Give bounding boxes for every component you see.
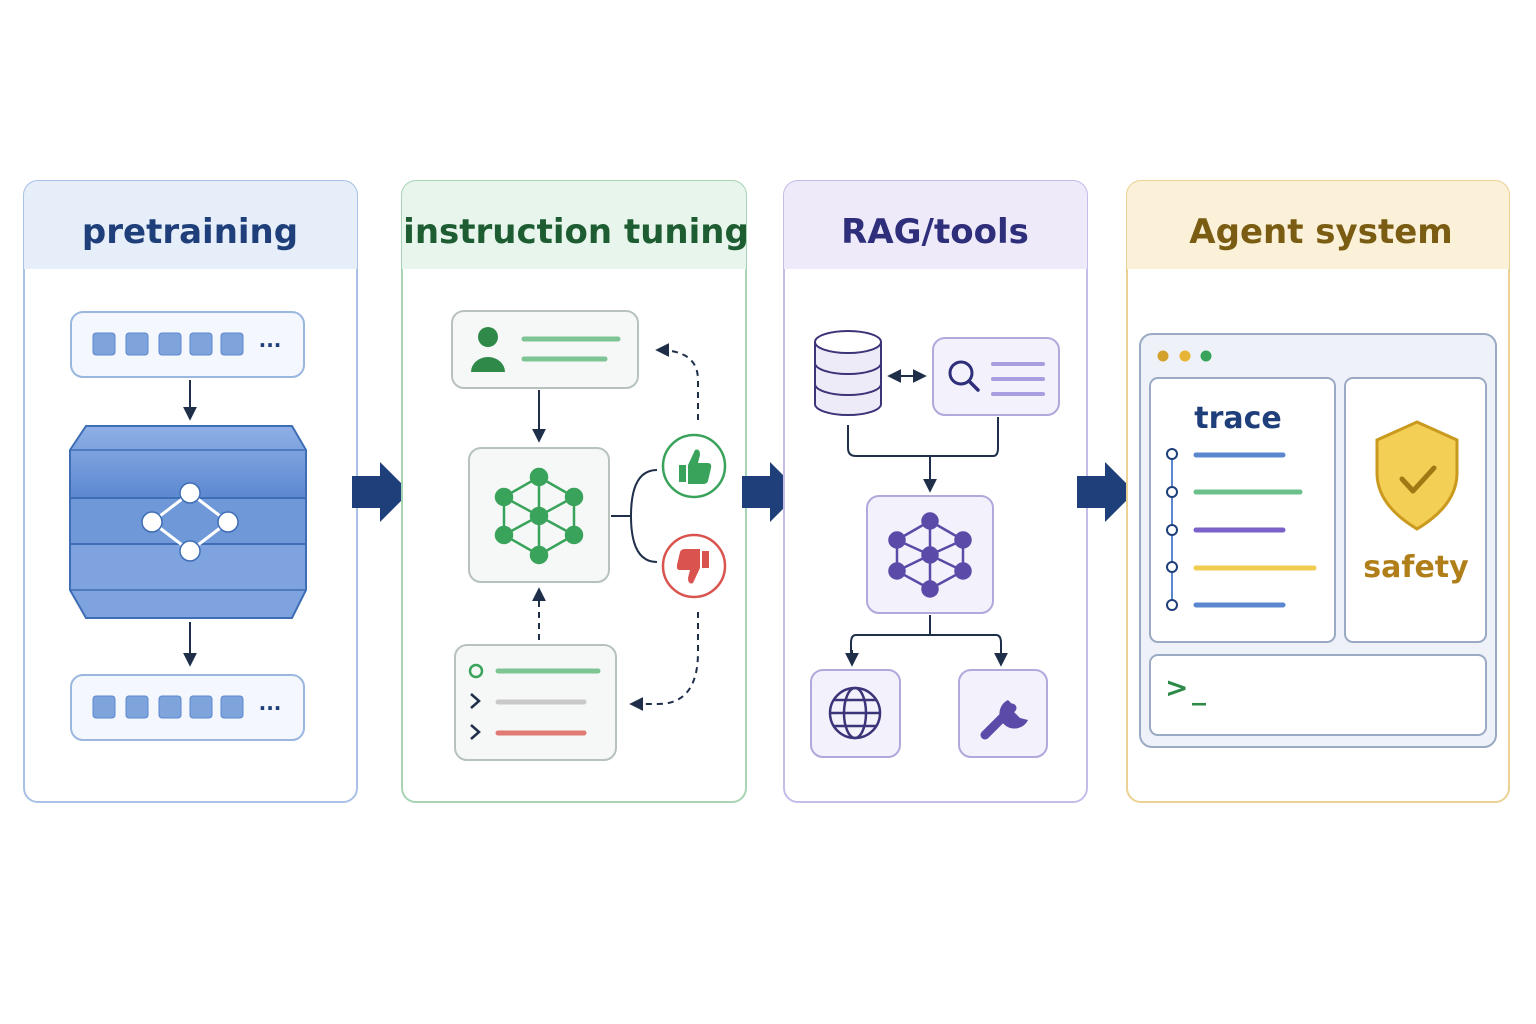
window-dot-icon bbox=[1200, 350, 1212, 362]
token-ellipsis: ··· bbox=[259, 696, 282, 720]
model-stack bbox=[69, 425, 307, 619]
search-icon bbox=[948, 360, 980, 392]
trace-pane: trace bbox=[1149, 377, 1336, 643]
input-token-row: ··· bbox=[70, 311, 305, 378]
model-card bbox=[468, 447, 610, 583]
panel-title-rag-tools: RAG/tools bbox=[841, 212, 1029, 252]
neural-network-icon bbox=[494, 467, 584, 565]
database-icon bbox=[814, 330, 882, 416]
globe-tool-card bbox=[810, 669, 901, 758]
panel-instruction-tuning: instruction tuning bbox=[401, 180, 749, 803]
safety-pane: safety bbox=[1344, 377, 1487, 643]
agent-window: trace safety bbox=[1139, 333, 1497, 748]
trace-label: trace bbox=[1194, 401, 1282, 436]
stage-arrow-icon bbox=[742, 462, 800, 522]
response-list-card bbox=[454, 644, 617, 761]
token-ellipsis: ··· bbox=[259, 333, 282, 357]
neural-network-icon bbox=[141, 482, 239, 562]
stage-arrow-icon bbox=[1077, 462, 1135, 522]
thumbs-up-icon bbox=[661, 433, 727, 499]
panel-title-agent-system: Agent system bbox=[1189, 212, 1452, 252]
window-dot-icon bbox=[1179, 350, 1191, 362]
panel-title-pretraining: pretraining bbox=[82, 212, 298, 252]
terminal-prompt: > bbox=[1165, 671, 1188, 704]
shield-check-icon bbox=[1375, 420, 1459, 531]
output-token-row: ··· bbox=[70, 674, 305, 741]
terminal-pane: > _ bbox=[1149, 654, 1487, 736]
wrench-icon bbox=[980, 700, 1028, 740]
user-prompt-card bbox=[451, 310, 639, 389]
model-card bbox=[866, 495, 994, 614]
panel-pretraining: pretraining ··· bbox=[23, 180, 358, 803]
terminal-cursor: _ bbox=[1192, 673, 1206, 706]
thumbs-down-icon bbox=[661, 533, 727, 599]
panel-title-instruction-tuning: instruction tuning bbox=[403, 212, 749, 252]
user-icon bbox=[471, 327, 505, 372]
wrench-tool-card bbox=[958, 669, 1048, 758]
search-card bbox=[932, 337, 1060, 416]
window-dot-icon bbox=[1157, 350, 1169, 362]
panel-rag-tools: RAG/tools bbox=[783, 180, 1088, 803]
safety-label: safety bbox=[1363, 550, 1469, 585]
stage-arrow-icon bbox=[352, 462, 410, 522]
globe-icon bbox=[828, 686, 882, 740]
neural-network-icon bbox=[888, 512, 972, 598]
panel-agent-system: Agent system trace bbox=[1126, 180, 1510, 803]
